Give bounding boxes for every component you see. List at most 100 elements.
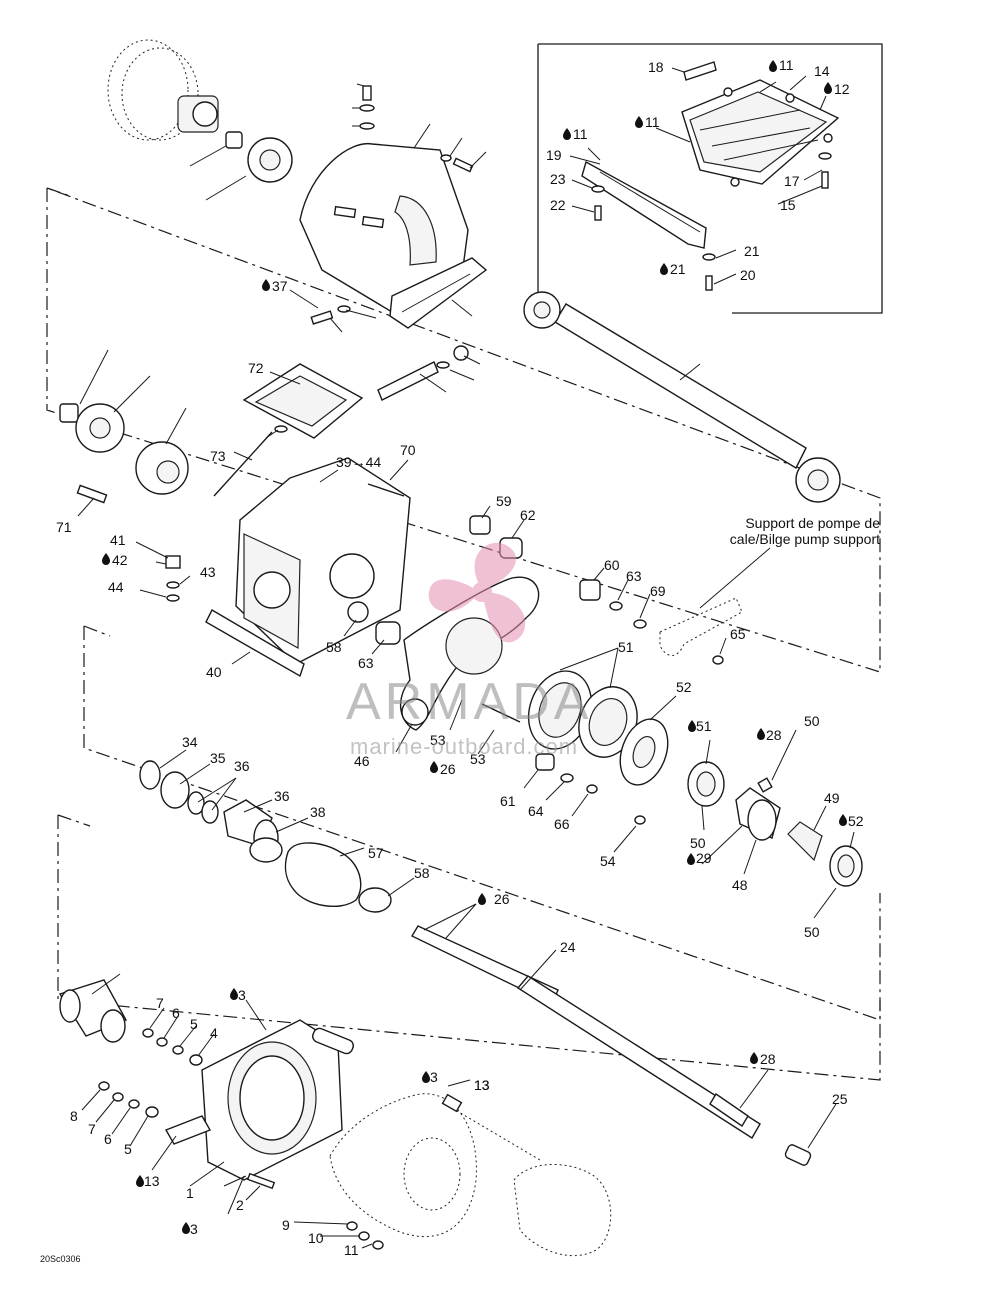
part-label: 37 (272, 278, 288, 294)
part-label-12: 13 (474, 1077, 490, 1093)
part-label: 41 (110, 532, 126, 548)
dashed-assembly-outline-upper (46, 187, 881, 673)
lube-drop-icon (422, 1071, 430, 1083)
note-line-2: cale/Bilge pump support (729, 531, 880, 547)
figure-code: 20Sc0306 (40, 1254, 81, 1264)
part-label: 26 (440, 761, 456, 777)
driveshaft-61 (523, 291, 841, 503)
part-label: 52 (676, 679, 692, 695)
part-label-7b: 8 (70, 1108, 78, 1124)
part-label: 63 (626, 568, 642, 584)
part-label-13: 14 (814, 63, 830, 79)
part-label-1: 1 (186, 1185, 194, 1201)
seal-carrier-40 (687, 761, 863, 887)
part-label: 48 (732, 877, 748, 893)
part-label-25: 25 (832, 1091, 848, 1107)
lube-drop-icon (750, 1052, 758, 1064)
bearing-support-arm-48 (375, 515, 724, 825)
lube-drop-icon (563, 128, 571, 140)
lube-drop-icon (769, 60, 777, 72)
part-label: 64 (528, 803, 544, 819)
part-label-5b: 6 (104, 1131, 112, 1147)
dashed-assembly-outline-middle (83, 626, 881, 1021)
part-label: 46 (354, 753, 370, 769)
pump-support-frame-33 (165, 457, 411, 678)
part-label: 61 (500, 793, 516, 809)
part-label: 36 (274, 788, 290, 804)
spacer-62-top (225, 131, 243, 149)
bilge-pump-support-note: Support de pompe de cale/Bilge pump supp… (688, 515, 880, 547)
part-label-26b: 26 (494, 891, 510, 907)
lube-drop-icon (478, 893, 486, 905)
part-label-19: 20 (740, 267, 756, 283)
part-label: 58 (326, 639, 342, 655)
jet-pump-housing-ghost (329, 1093, 612, 1257)
part-label: 66 (554, 816, 570, 832)
engine-flywheel-coupler (107, 39, 293, 183)
part-label: 50 (690, 835, 706, 851)
part-label-3b: 3 (430, 1069, 438, 1085)
part-label-24: 24 (560, 939, 576, 955)
lube-drop-icon (136, 1175, 144, 1187)
washers-4-7 (98, 1028, 384, 1250)
boot-and-clamps (139, 760, 392, 913)
part-label: 28 (766, 727, 782, 743)
part-label-23: 23 (550, 171, 566, 187)
part-label-22: 22 (550, 197, 566, 213)
lube-drop-icon (102, 553, 110, 565)
part-label: 72 (248, 360, 264, 376)
part-label-11-16: 12 (834, 81, 850, 97)
bearing-rings-44 (527, 670, 669, 786)
part-label-17: 18 (648, 59, 664, 75)
part-label-4a: 4 (210, 1025, 218, 1041)
part-label-26d: 28 (760, 1051, 776, 1067)
part-label-11c: 11 (645, 114, 660, 130)
lube-drop-icon (635, 116, 643, 128)
part-label-4b: 5 (124, 1141, 132, 1157)
part-label: 62 (520, 507, 536, 523)
part-label-31: 57 (368, 845, 384, 861)
part-label: 40 (206, 664, 222, 680)
part-label: 44 (108, 579, 124, 595)
inset-fasteners (591, 152, 832, 291)
part-label-10: 11 (344, 1242, 359, 1258)
part-label: 70 (400, 442, 416, 458)
part-label-21a: 21 (670, 261, 686, 277)
part-label-11d: 13 (144, 1173, 160, 1189)
part-label: 54 (600, 853, 616, 869)
part-number-labels: 37 72 73 39→44 70 71 41 42 43 44 40 58 6… (56, 278, 864, 940)
bilge-pump-support-bracket (659, 597, 743, 656)
inset-support-plate (581, 61, 840, 249)
part-label: 53 (470, 751, 486, 767)
part-label: 36 (234, 758, 250, 774)
part-label: 50 (804, 924, 820, 940)
part-label: 43 (200, 564, 216, 580)
lube-drop-icon (687, 853, 695, 865)
part-label-5a: 5 (190, 1016, 198, 1032)
part-label: 29 (696, 850, 712, 866)
coupler-assembly-left (59, 403, 189, 504)
wear-sleeve-74 (58, 979, 127, 1043)
part-label-3a: 3 (238, 987, 246, 1003)
part-label-7a: 7 (156, 995, 164, 1011)
part-label-11b: 11 (573, 126, 588, 142)
part-label: 49 (824, 790, 840, 806)
part-label: 51 (618, 639, 634, 655)
part-label: 73 (210, 448, 226, 464)
lube-drop-icon (182, 1222, 190, 1234)
part-label: 42 (112, 552, 128, 568)
part-label-8: 9 (282, 1217, 290, 1233)
lube-drop-icon (824, 82, 832, 94)
part-label: 71 (56, 519, 72, 535)
lube-drop-icon (262, 279, 270, 291)
part-label: 38 (310, 804, 326, 820)
part-label: 65 (730, 626, 746, 642)
lube-drop-icon (757, 728, 765, 740)
part-label: 39→44 (336, 454, 381, 470)
part-label-14: 15 (780, 197, 796, 213)
part-label: 63 (358, 655, 374, 671)
pump-support-housing-1 (164, 1019, 354, 1190)
part-label-6a: 6 (172, 1005, 180, 1021)
part-label-18: 19 (546, 147, 562, 163)
